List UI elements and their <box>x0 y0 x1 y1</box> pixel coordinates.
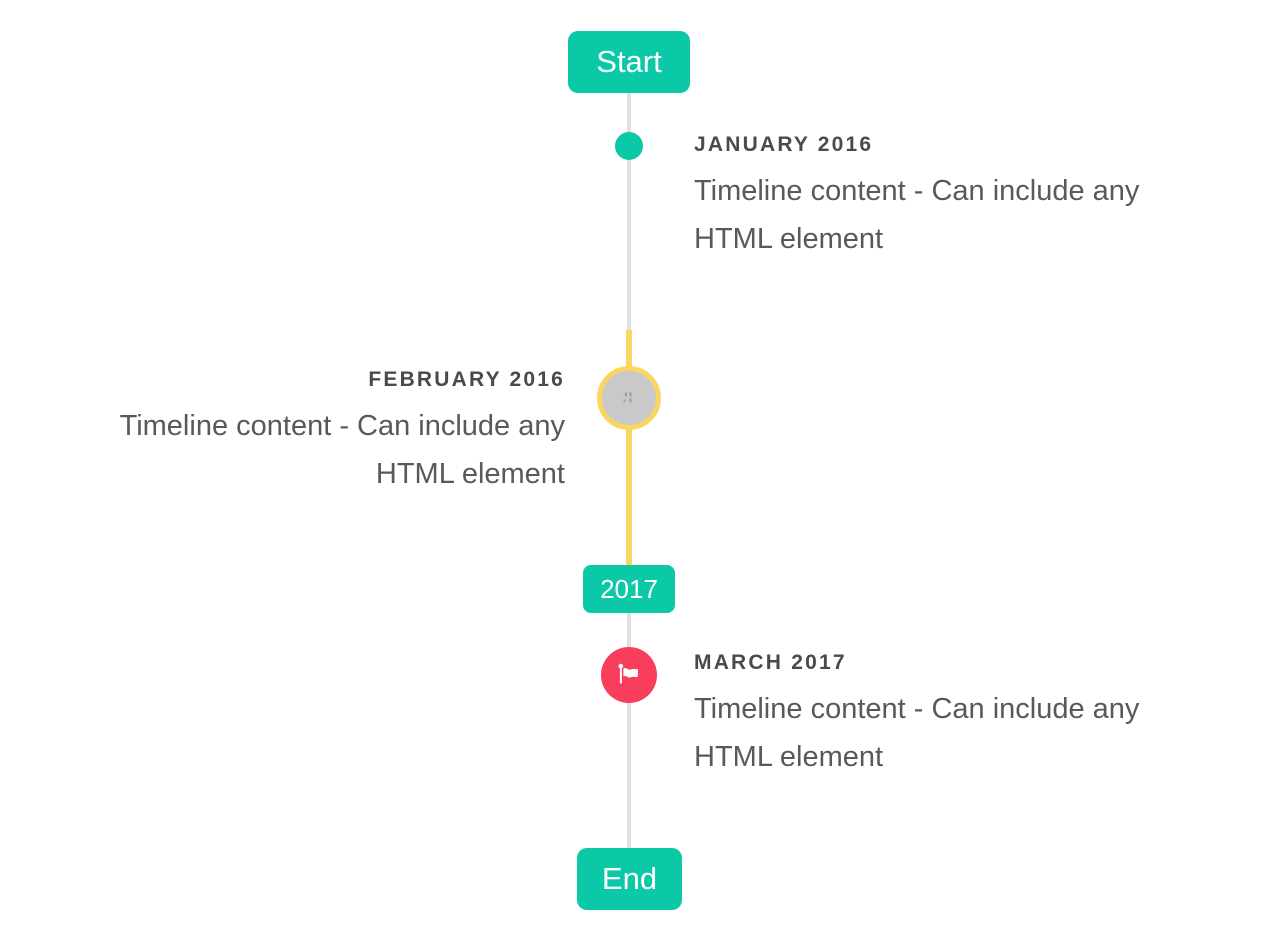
entry-content: Timeline content - Can include any HTML … <box>694 167 1234 263</box>
timeline-entry-march-2017: MARCH 2017 Timeline content - Can includ… <box>694 651 1234 781</box>
entry-content-line: Timeline content - Can include any <box>694 693 1140 725</box>
entry-title: JANUARY 2016 <box>694 133 874 156</box>
timeline-line-segment-highlighted <box>626 330 632 565</box>
entry-content-line: Timeline content - Can include any <box>694 175 1140 207</box>
timeline-line-segment <box>627 93 631 330</box>
broken-image-icon <box>623 392 632 403</box>
timeline-entry-january-2016: JANUARY 2016 Timeline content - Can incl… <box>694 133 1234 263</box>
march-2017-marker-circle <box>601 647 657 703</box>
timeline-line-segment <box>627 612 631 650</box>
entry-content-line: HTML element <box>694 741 884 773</box>
february-2016-marker-circle <box>597 366 661 430</box>
flag-icon <box>618 663 638 684</box>
entry-content-line: Timeline content - Can include any <box>119 410 565 442</box>
entry-content: Timeline content - Can include any HTML … <box>25 402 565 498</box>
entry-title: MARCH 2017 <box>694 651 847 674</box>
entry-title: FEBRUARY 2016 <box>368 368 565 391</box>
timeline-line-segment <box>627 703 631 849</box>
entry-content: Timeline content - Can include any HTML … <box>694 685 1234 781</box>
start-badge: Start <box>568 31 690 93</box>
year-badge-2017: 2017 <box>583 565 675 613</box>
end-badge: End <box>577 848 682 910</box>
january-2016-marker-dot <box>615 132 643 160</box>
entry-content-line: HTML element <box>694 223 884 255</box>
timeline-entry-february-2016: FEBRUARY 2016 Timeline content - Can inc… <box>25 368 565 498</box>
entry-content-line: HTML element <box>375 458 565 490</box>
